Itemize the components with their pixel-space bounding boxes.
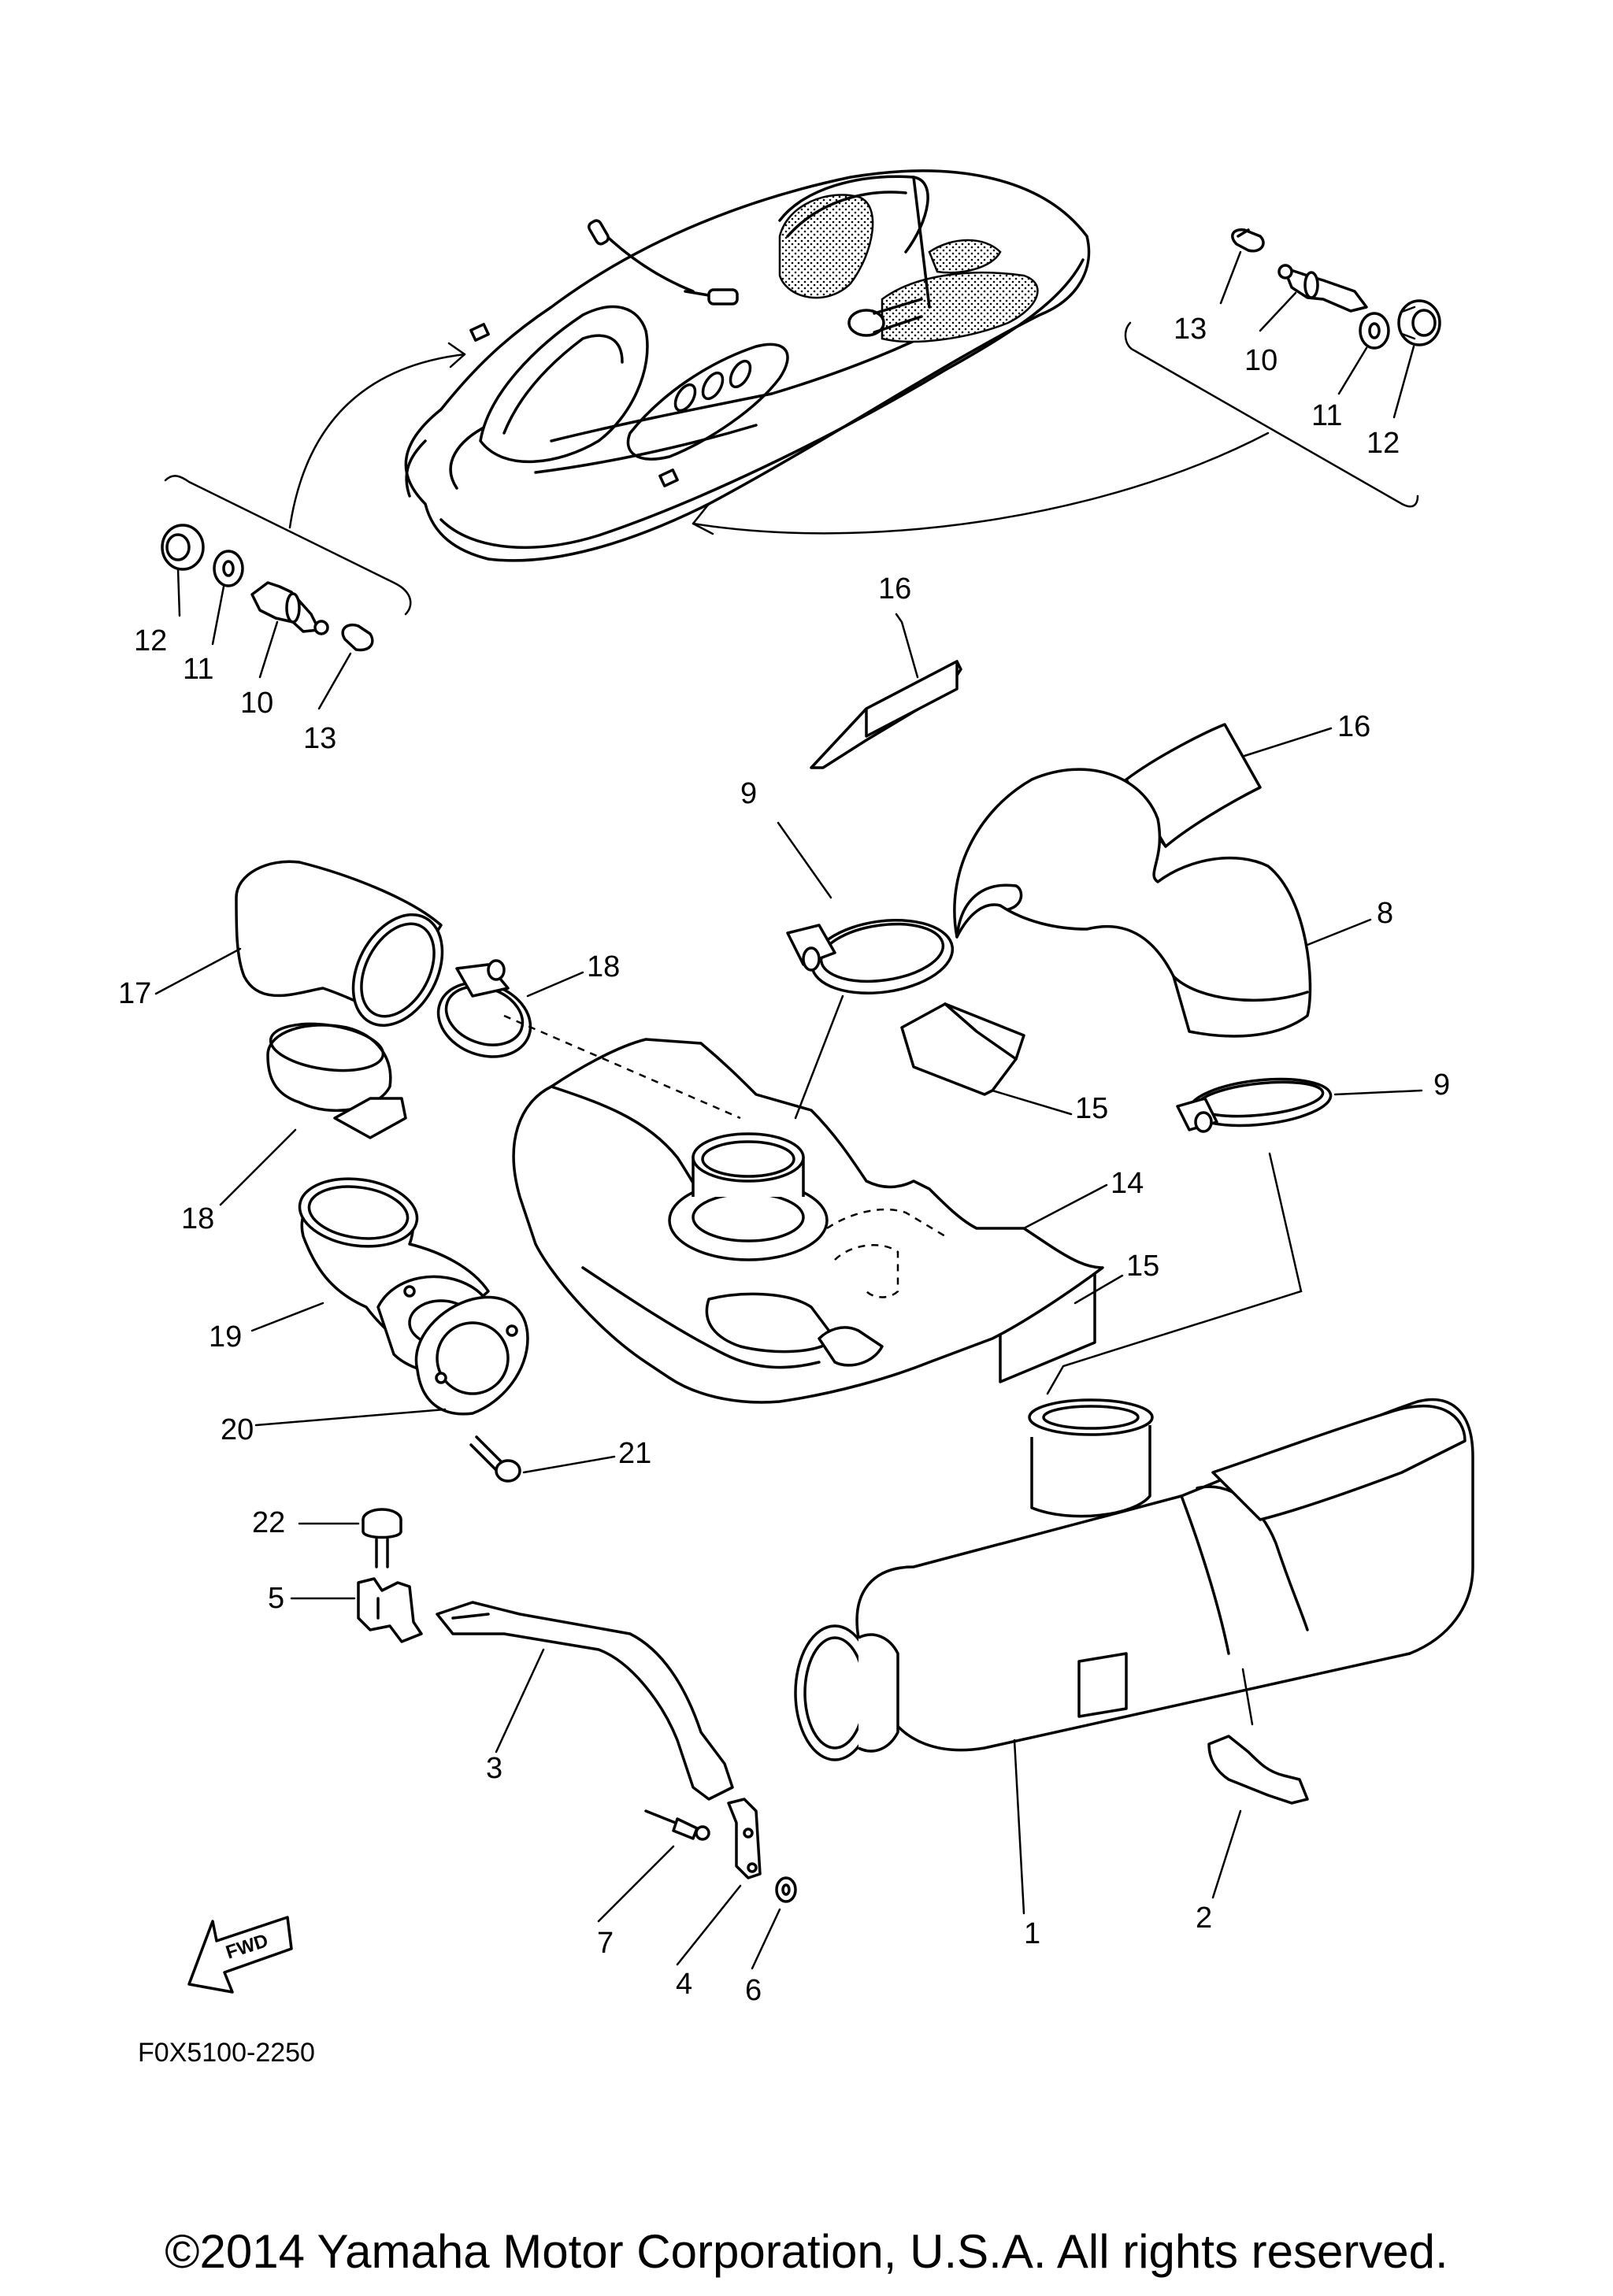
callout-2: 2 [1196, 1902, 1212, 1935]
callout-3: 3 [486, 1752, 502, 1785]
washer-6 [751, 1876, 797, 1970]
connector-group-right [692, 228, 1441, 535]
callout-18: 18 [181, 1202, 214, 1235]
callout-17: 17 [118, 977, 151, 1010]
clamp-18-lower [219, 1022, 407, 1206]
callout-16: 16 [878, 572, 911, 605]
callout-11: 11 [183, 653, 213, 686]
callout-12: 12 [134, 624, 167, 657]
callout-9: 9 [1433, 1068, 1450, 1102]
fitting-10-right [1277, 264, 1368, 313]
bracket-4 [676, 1798, 762, 1966]
callout-5: 5 [268, 1582, 284, 1615]
fitting-10-left [250, 581, 329, 635]
callout-16: 16 [1337, 710, 1370, 743]
callout-labels: 13 10 11 12 12 11 10 13 16 16 9 8 17 18 … [118, 313, 1450, 2007]
callout-22: 22 [252, 1506, 285, 1539]
clip-2 [1207, 1735, 1309, 1899]
callout-7: 7 [597, 1927, 614, 1960]
callout-19: 19 [209, 1320, 242, 1354]
nut-12-left [161, 524, 205, 571]
diagram-code: F0X5100-2250 [138, 2038, 315, 2068]
callout-8: 8 [1377, 897, 1393, 930]
clamp-9-upper [777, 821, 955, 995]
intake-duct-8 [953, 768, 1372, 1038]
callout-18: 18 [587, 950, 620, 983]
copyright-notice: ©2014 Yamaha Motor Corporation, U.S.A. A… [165, 2225, 1448, 2278]
callout-9: 9 [740, 777, 757, 810]
hose-clamp-13-left [341, 624, 374, 652]
pad-16-top [810, 613, 962, 769]
callout-15: 15 [1126, 1250, 1159, 1283]
clamp-9-lower [1046, 1077, 1423, 1395]
callout-11: 11 [1311, 399, 1342, 432]
callout-1: 1 [1024, 1917, 1040, 1950]
fwd-arrow-icon: FWD [187, 1916, 293, 1994]
bolt-22 [298, 1508, 402, 1568]
watercraft-illustration [404, 169, 1091, 562]
air-box-14 [503, 994, 1108, 1404]
callout-20: 20 [221, 1413, 254, 1446]
rivet-7 [597, 1809, 710, 1923]
callout-6: 6 [745, 1974, 762, 2007]
clamp-18-upper [436, 959, 584, 1058]
elbow-hose-17 [154, 860, 444, 1028]
callout-15: 15 [1075, 1092, 1108, 1125]
silencer-1 [794, 1398, 1474, 1915]
gasket-20 [254, 1295, 529, 1427]
pad-15-upper [900, 1002, 1073, 1116]
callout-13: 13 [1174, 313, 1207, 346]
callout-13: 13 [303, 722, 336, 755]
nut-12-right [1397, 299, 1441, 346]
callout-21: 21 [618, 1437, 651, 1470]
connector-group-left [161, 342, 466, 710]
callout-12: 12 [1366, 427, 1400, 460]
callout-4: 4 [676, 1968, 692, 2001]
washer-11-right [1359, 312, 1390, 350]
callout-10: 10 [240, 687, 273, 720]
washer-11-left [213, 550, 244, 587]
callout-10: 10 [1244, 344, 1277, 377]
callout-14: 14 [1111, 1167, 1144, 1200]
holder-5 [290, 1577, 423, 1643]
bolt-21 [469, 1435, 616, 1483]
strap-3 [436, 1601, 734, 1801]
hose-clamp-13-right [1231, 228, 1265, 253]
